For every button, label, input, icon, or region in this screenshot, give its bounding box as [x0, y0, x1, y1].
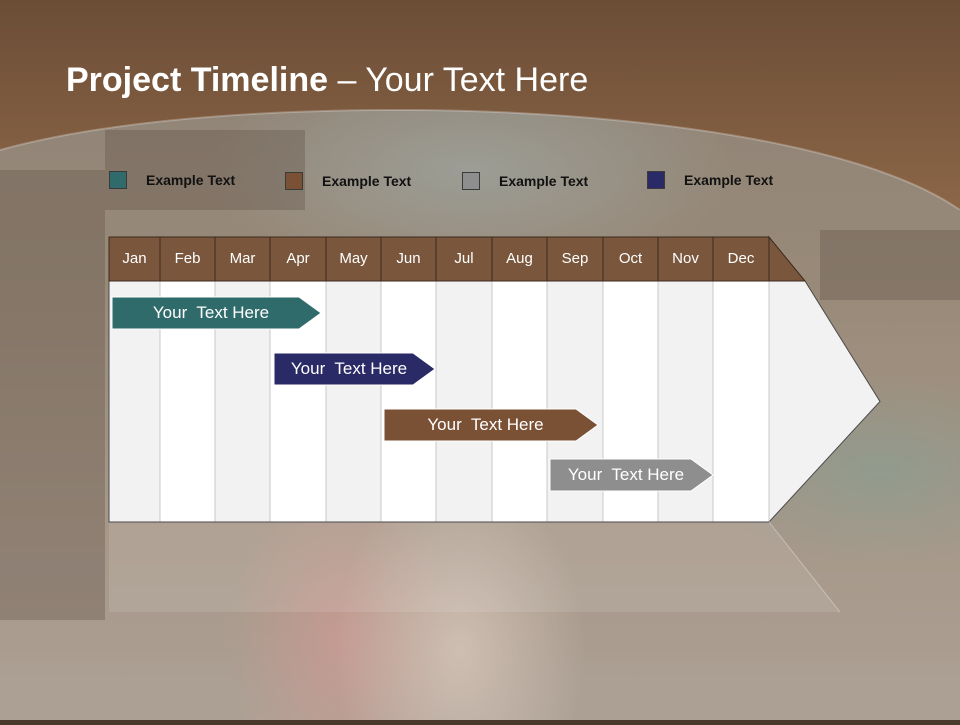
legend-item-3: Example Text [462, 171, 588, 191]
reflection-edge [768, 521, 841, 613]
legend-swatch-3 [462, 172, 480, 190]
page-title: Project Timeline – Your Text Here [66, 58, 588, 102]
month-column-may [326, 281, 381, 522]
month-label-jul: Jul [454, 250, 474, 267]
month-label-dec: Dec [727, 250, 755, 267]
header-arrow-cap [768, 235, 807, 282]
month-column-dec [713, 281, 769, 522]
month-header-may [325, 236, 382, 282]
month-column-aug [492, 281, 547, 522]
task-label-1: Your Text Here [152, 303, 270, 322]
task-label-4: Your Text Here [567, 465, 685, 484]
title-rest: – Your Text Here [328, 61, 589, 99]
task-bar-3 [383, 408, 599, 442]
legend-label-4: Example Text [684, 172, 774, 188]
header-band [0, 0, 960, 210]
legend-swatch-4 [647, 171, 665, 189]
month-label-apr: Apr [286, 250, 310, 267]
legend-label-3: Example Text [499, 173, 589, 189]
month-header-sep [546, 236, 604, 282]
building-shape-right [820, 230, 960, 300]
month-column-jun [381, 281, 436, 522]
month-header-oct [602, 236, 659, 282]
month-label-sep: Sep [561, 250, 589, 267]
month-header-apr [269, 236, 327, 282]
task-label-2: Your Text Here [290, 359, 408, 378]
month-header-feb [159, 236, 216, 282]
legend-label-1: Example Text [146, 172, 236, 188]
month-header-aug [491, 236, 548, 282]
month-label-aug: Aug [506, 250, 533, 267]
task-bar-2 [273, 352, 436, 386]
building-shape-skyline [105, 130, 305, 210]
legend-item-1: Example Text [109, 170, 235, 190]
month-label-nov: Nov [672, 250, 699, 267]
task-bar-1 [111, 296, 322, 330]
timeline-reflection [109, 522, 840, 612]
month-header-jan [108, 236, 161, 282]
legend-label-2: Example Text [322, 173, 412, 189]
month-column-jul [436, 281, 492, 522]
legend-item-4: Example Text [647, 170, 773, 190]
legend-swatch-2 [285, 172, 303, 190]
task-label-3: Your Text Here [427, 415, 544, 434]
month-label-mar: Mar [229, 250, 256, 267]
month-header-nov [657, 236, 714, 282]
building-shape-left [0, 170, 105, 620]
month-label-feb: Feb [174, 250, 201, 267]
month-header-mar [214, 236, 271, 282]
month-header-jun [380, 236, 437, 282]
month-header-jul [435, 236, 493, 282]
month-label-may: May [339, 250, 368, 267]
legend-item-2: Example Text [285, 171, 411, 191]
month-label-oct: Oct [618, 250, 643, 267]
month-label-jan: Jan [122, 250, 147, 267]
title-bold: Project Timeline [66, 61, 329, 99]
legend-swatch-1 [109, 171, 127, 189]
task-bar-4 [549, 458, 714, 492]
month-label-jun: Jun [396, 250, 421, 267]
